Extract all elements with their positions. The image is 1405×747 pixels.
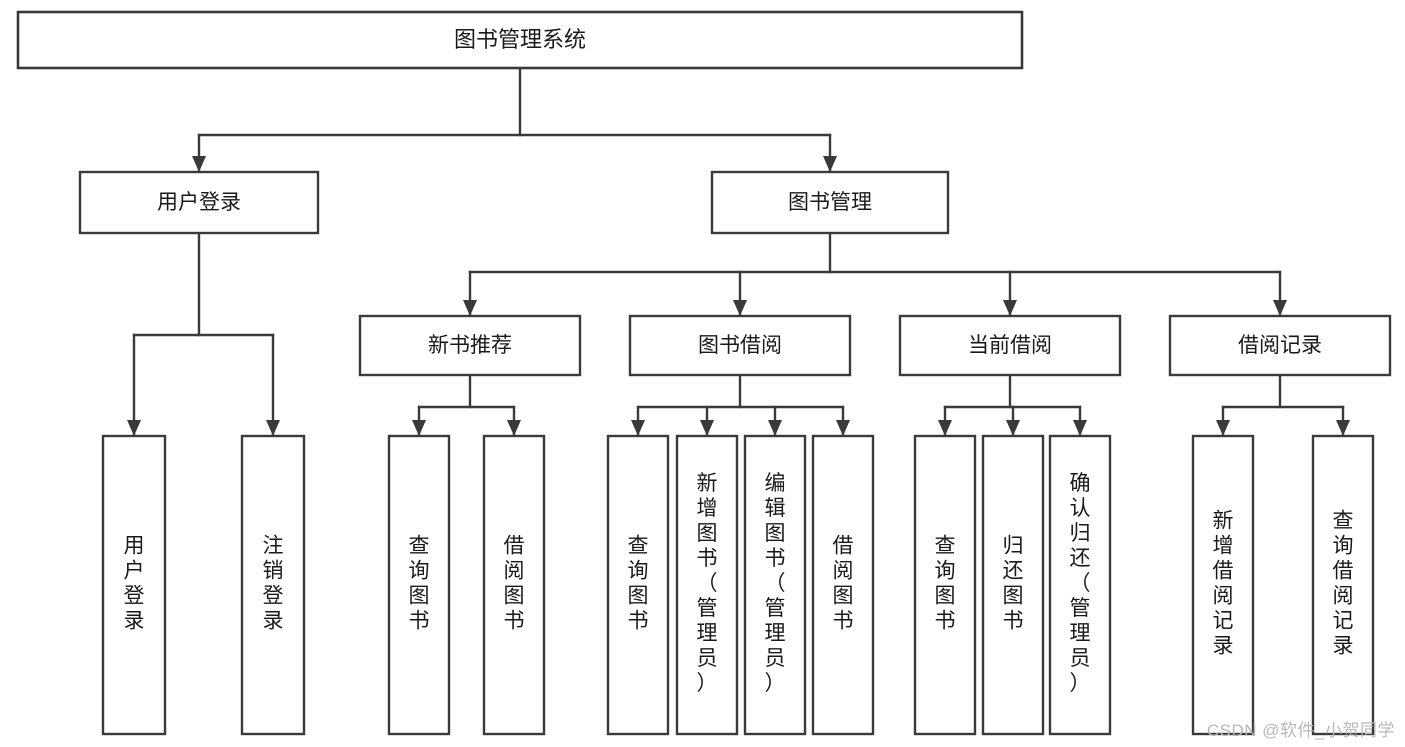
- level2-node-0-label: 新书推荐: [428, 334, 512, 357]
- csdn-watermark: CSDN @软件_小贺同学: [1206, 721, 1395, 740]
- leaf-node-7-label: 借阅图书: [833, 535, 854, 633]
- leaf-node-0-box: [101, 434, 167, 736]
- level2-node-1-box: [628, 314, 852, 377]
- node-layer: 图书管理系统用户登录图书管理新书推荐图书借阅当前借阅借阅记录用户登录注销登录查询…: [16, 10, 1392, 736]
- leaf-node-6[interactable]: 编辑图书（管理员）: [743, 434, 807, 736]
- leaf-node-4[interactable]: 查询图书: [606, 434, 670, 736]
- leaf-node-12-box: [1311, 434, 1375, 736]
- arrow-head-icon: [1273, 300, 1287, 316]
- level2-node-2-label: 当前借阅: [968, 334, 1052, 357]
- arrow-head-icon: [507, 420, 521, 436]
- arrow-head-icon: [266, 420, 280, 436]
- connector-root-to-level1: [192, 66, 837, 174]
- level2-node-1[interactable]: 图书借阅: [628, 314, 852, 377]
- connector-layer: [127, 66, 1350, 438]
- connector-record-to-leaves: [1216, 373, 1350, 438]
- level2-node-2-box: [898, 314, 1122, 377]
- arrow-head-icon: [938, 420, 952, 436]
- connector-user-to-leaves: [127, 231, 280, 438]
- arrow-head-icon: [768, 420, 782, 436]
- arrow-head-icon: [631, 420, 645, 436]
- level1-node-1-label: 图书管理: [788, 191, 872, 214]
- leaf-node-1[interactable]: 注销登录: [240, 434, 306, 736]
- leaf-node-11[interactable]: 新增借阅记录: [1191, 434, 1255, 736]
- connector-newbook-to-leaves: [412, 373, 521, 438]
- leaf-node-8-box: [913, 434, 977, 736]
- leaf-node-10[interactable]: 确认归还（管理员）: [1048, 434, 1112, 736]
- leaf-node-0[interactable]: 用户登录: [101, 434, 167, 736]
- leaf-node-10-box: [1048, 434, 1112, 736]
- level1-node-0-label: 用户登录: [157, 191, 241, 214]
- connector-borrow-to-leaves: [631, 373, 850, 438]
- leaf-node-9-box: [981, 434, 1045, 736]
- leaf-node-3-label: 借阅图书: [504, 535, 525, 633]
- level2-node-3-box: [1168, 314, 1392, 377]
- arrow-head-icon: [1336, 420, 1350, 436]
- connector-current-to-leaves: [938, 373, 1087, 438]
- leaf-node-11-label: 新增借阅记录: [1213, 510, 1234, 658]
- root-node-label: 图书管理系统: [454, 27, 586, 52]
- leaf-node-11-box: [1191, 434, 1255, 736]
- leaf-node-8-label: 查询图书: [935, 535, 956, 633]
- root-node[interactable]: 图书管理系统: [16, 10, 1024, 70]
- arrow-head-icon: [192, 156, 206, 172]
- arrow-head-icon: [823, 156, 837, 172]
- leaf-node-4-label: 查询图书: [628, 535, 649, 633]
- leaf-node-8[interactable]: 查询图书: [913, 434, 977, 736]
- arrow-head-icon: [412, 420, 426, 436]
- arrow-head-icon: [1073, 420, 1087, 436]
- leaf-node-9[interactable]: 归还图书: [981, 434, 1045, 736]
- leaf-node-7-box: [811, 434, 875, 736]
- arrow-head-icon: [1216, 420, 1230, 436]
- leaf-node-2-box: [387, 434, 451, 736]
- level1-node-1[interactable]: 图书管理: [710, 170, 950, 235]
- leaf-node-9-label: 归还图书: [1003, 535, 1024, 633]
- leaf-node-5-box: [675, 434, 739, 736]
- arrow-head-icon: [1003, 300, 1017, 316]
- root-node-box: [16, 10, 1024, 70]
- leaf-node-12[interactable]: 查询借阅记录: [1311, 434, 1375, 736]
- level1-node-1-box: [710, 170, 950, 235]
- leaf-node-4-box: [606, 434, 670, 736]
- connector-book-to-level2: [463, 231, 1287, 318]
- level2-node-1-label: 图书借阅: [698, 334, 782, 357]
- arrow-head-icon: [700, 420, 714, 436]
- level1-node-0[interactable]: 用户登录: [78, 170, 320, 235]
- leaf-node-3-box: [482, 434, 546, 736]
- leaf-node-2[interactable]: 查询图书: [387, 434, 451, 736]
- leaf-node-7[interactable]: 借阅图书: [811, 434, 875, 736]
- arrow-head-icon: [127, 420, 141, 436]
- level2-node-0-box: [358, 314, 582, 377]
- leaf-node-5-label: 新增图书（管理员）: [697, 472, 718, 695]
- leaf-node-0-label: 用户登录: [124, 535, 145, 633]
- leaf-node-10-label: 确认归还（管理员）: [1070, 472, 1091, 695]
- arrow-head-icon: [1006, 420, 1020, 436]
- level2-node-3[interactable]: 借阅记录: [1168, 314, 1392, 377]
- level2-node-3-label: 借阅记录: [1238, 334, 1322, 357]
- level1-node-0-box: [78, 170, 320, 235]
- leaf-node-6-label: 编辑图书（管理员）: [765, 472, 786, 695]
- leaf-node-5[interactable]: 新增图书（管理员）: [675, 434, 739, 736]
- level2-node-0[interactable]: 新书推荐: [358, 314, 582, 377]
- arrow-head-icon: [836, 420, 850, 436]
- leaf-node-1-box: [240, 434, 306, 736]
- arrow-head-icon: [463, 300, 477, 316]
- leaf-node-12-label: 查询借阅记录: [1333, 510, 1354, 658]
- arrow-head-icon: [733, 300, 747, 316]
- leaf-node-2-label: 查询图书: [409, 535, 430, 633]
- leaf-node-3[interactable]: 借阅图书: [482, 434, 546, 736]
- leaf-node-1-label: 注销登录: [263, 535, 284, 633]
- level2-node-2[interactable]: 当前借阅: [898, 314, 1122, 377]
- leaf-node-6-box: [743, 434, 807, 736]
